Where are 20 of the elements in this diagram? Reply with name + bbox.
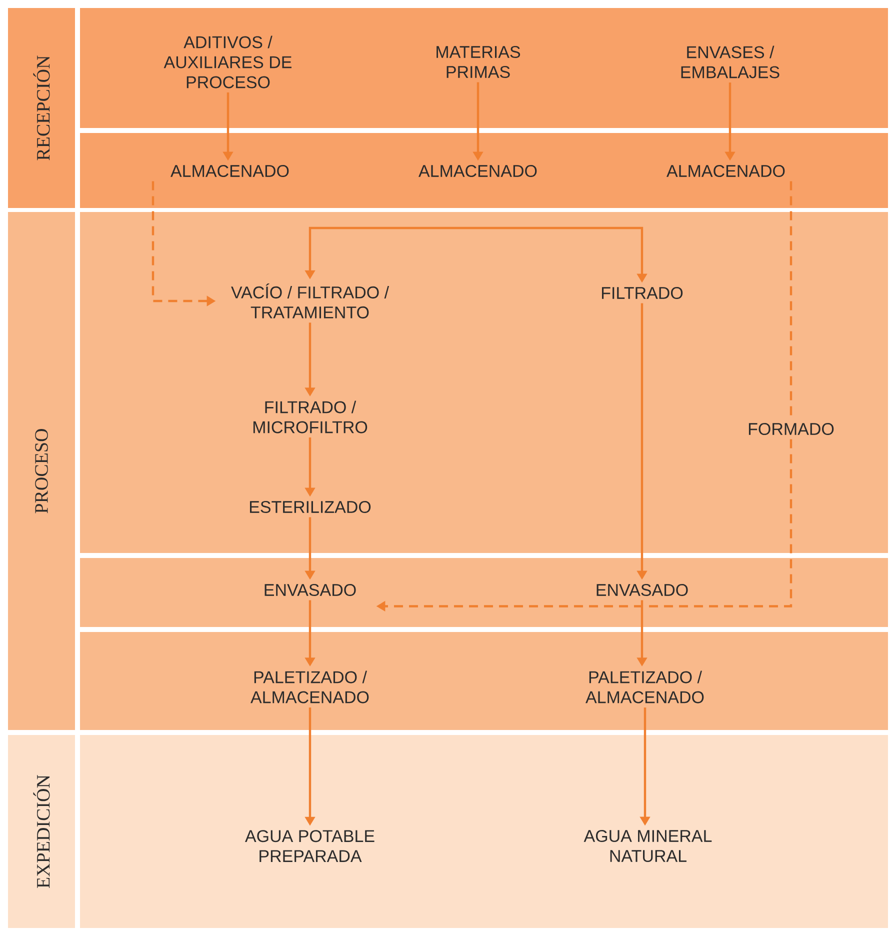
step-label: ENVASADO bbox=[596, 584, 688, 596]
step-label: ADITIVOS / AUXILIARES DE PROCESO bbox=[164, 36, 292, 88]
stage-band: RECEPCIÓN bbox=[8, 8, 75, 208]
step-label: PALETIZADO / ALMACENADO bbox=[250, 670, 369, 704]
step-label: AGUA POTABLE PREPARADA bbox=[245, 830, 374, 862]
step-label: VACÍO / FILTRADO / TRATAMIENTO bbox=[231, 284, 390, 318]
step-label: FILTRADO / MICROFILTRO bbox=[253, 400, 368, 434]
step-label: MATERIAS PRIMAS bbox=[436, 46, 520, 78]
step-label: ENVASADO bbox=[264, 584, 356, 596]
step-label: FILTRADO bbox=[602, 286, 683, 300]
step-label: ALMACENADO bbox=[666, 165, 785, 178]
step-label: FORMADO bbox=[748, 422, 834, 436]
stage-band: PROCESO bbox=[8, 212, 75, 730]
step-label: PALETIZADO / ALMACENADO bbox=[586, 670, 704, 704]
step-label: ESTERILIZADO bbox=[250, 501, 371, 514]
step-label: AGUA MINERAL NATURAL bbox=[584, 830, 712, 862]
step-label: ALMACENADO bbox=[170, 165, 289, 178]
stage-band: EXPEDICIÓN bbox=[8, 735, 75, 928]
step-label: ALMACENADO bbox=[418, 165, 537, 178]
step-label: ENVASES / EMBALAJES bbox=[681, 46, 780, 78]
